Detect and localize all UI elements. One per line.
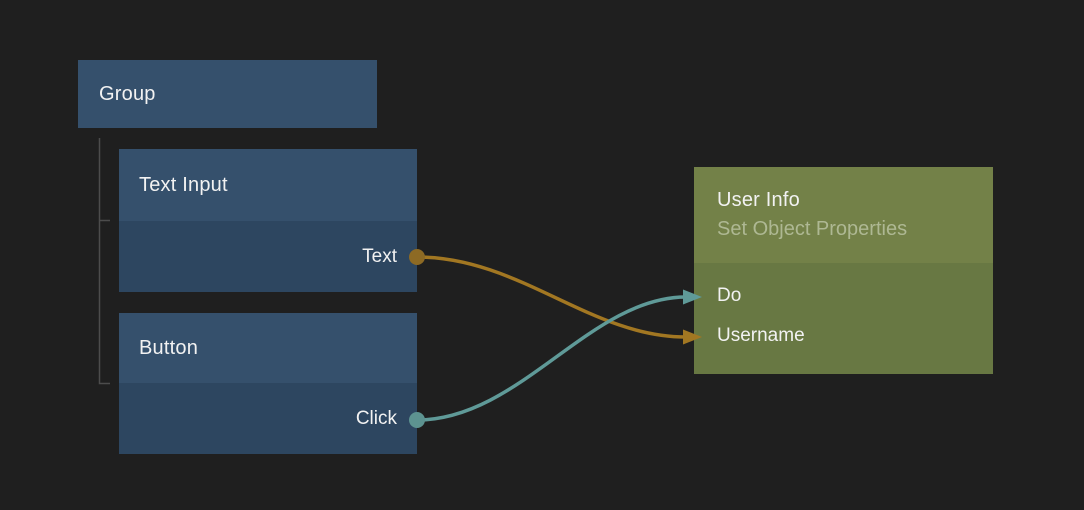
input-port-label-do: Do xyxy=(717,285,742,306)
node-text-input[interactable]: Text Input Text xyxy=(119,149,417,292)
node-button[interactable]: Button Click xyxy=(119,313,417,454)
node-text-input-ports: Text xyxy=(119,221,417,292)
input-port-row-do[interactable]: Do xyxy=(694,276,993,316)
node-user-info-ports: Do Username xyxy=(694,263,993,374)
input-port-label-username: Username xyxy=(717,325,805,346)
node-user-info-subtitle: Set Object Properties xyxy=(717,218,908,240)
node-button-header[interactable]: Button xyxy=(119,313,417,383)
node-button-title: Button xyxy=(139,336,199,359)
node-group-title: Group xyxy=(99,82,156,105)
output-port-label-click: Click xyxy=(355,407,397,429)
group-hierarchy-line xyxy=(98,138,110,385)
node-user-info[interactable]: User Info Set Object Properties Do Usern… xyxy=(694,167,993,374)
connection-click-to-do[interactable] xyxy=(416,295,687,422)
node-text-input-header[interactable]: Text Input xyxy=(119,149,417,221)
node-user-info-header[interactable]: User Info Set Object Properties xyxy=(694,167,993,263)
node-button-ports: Click xyxy=(119,383,417,454)
input-port-row-username[interactable]: Username xyxy=(694,316,993,356)
node-user-info-title: User Info xyxy=(717,189,800,211)
node-text-input-title: Text Input xyxy=(139,173,228,196)
connection-text-to-username[interactable] xyxy=(416,255,687,339)
node-group[interactable]: Group xyxy=(78,60,377,128)
output-port-label-text: Text xyxy=(362,245,397,267)
